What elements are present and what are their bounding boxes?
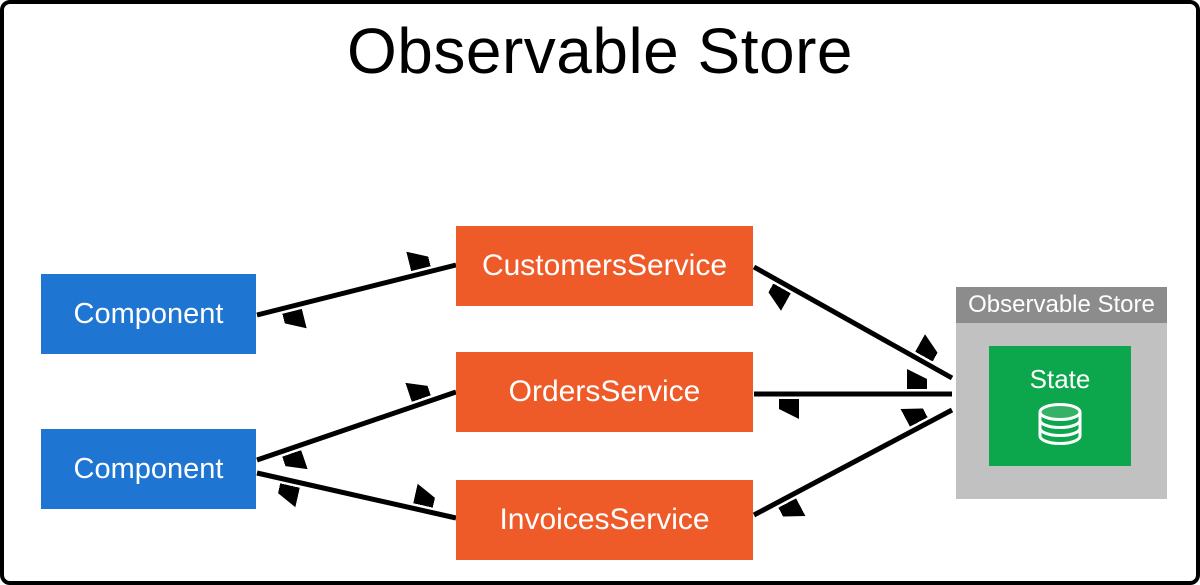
customers-service-box: CustomersService [456, 226, 753, 306]
arrow-invoices-service-to-observable-store [752, 410, 954, 515]
orders-service-label: OrdersService [508, 375, 701, 408]
database-icon [1038, 402, 1082, 445]
component-box-1: Component [41, 274, 256, 354]
state-box: State [989, 346, 1131, 466]
component-box-2: Component [41, 429, 256, 509]
state-label: State [1029, 363, 1091, 394]
orders-service-box: OrdersService [456, 352, 753, 432]
connection-arrows [256, 4, 954, 521]
invoices-service-label: InvoicesService [499, 503, 710, 536]
arrow-component-1-to-customers-service [256, 265, 457, 315]
observable-store-container: Observable Store State [956, 287, 1167, 499]
observable-store-header: Observable Store [956, 287, 1167, 323]
arrow-customers-service-to-observable-store [752, 264, 954, 381]
component-2-label: Component [73, 452, 224, 485]
arrow-component-2-to-invoices-service [256, 470, 457, 521]
customers-service-label: CustomersService [481, 249, 728, 282]
diagram-title: Observable Store [346, 15, 854, 87]
component-1-label: Component [73, 297, 224, 330]
arrow-component-2-to-orders-service [256, 392, 457, 460]
invoices-service-box: InvoicesService [456, 480, 753, 560]
